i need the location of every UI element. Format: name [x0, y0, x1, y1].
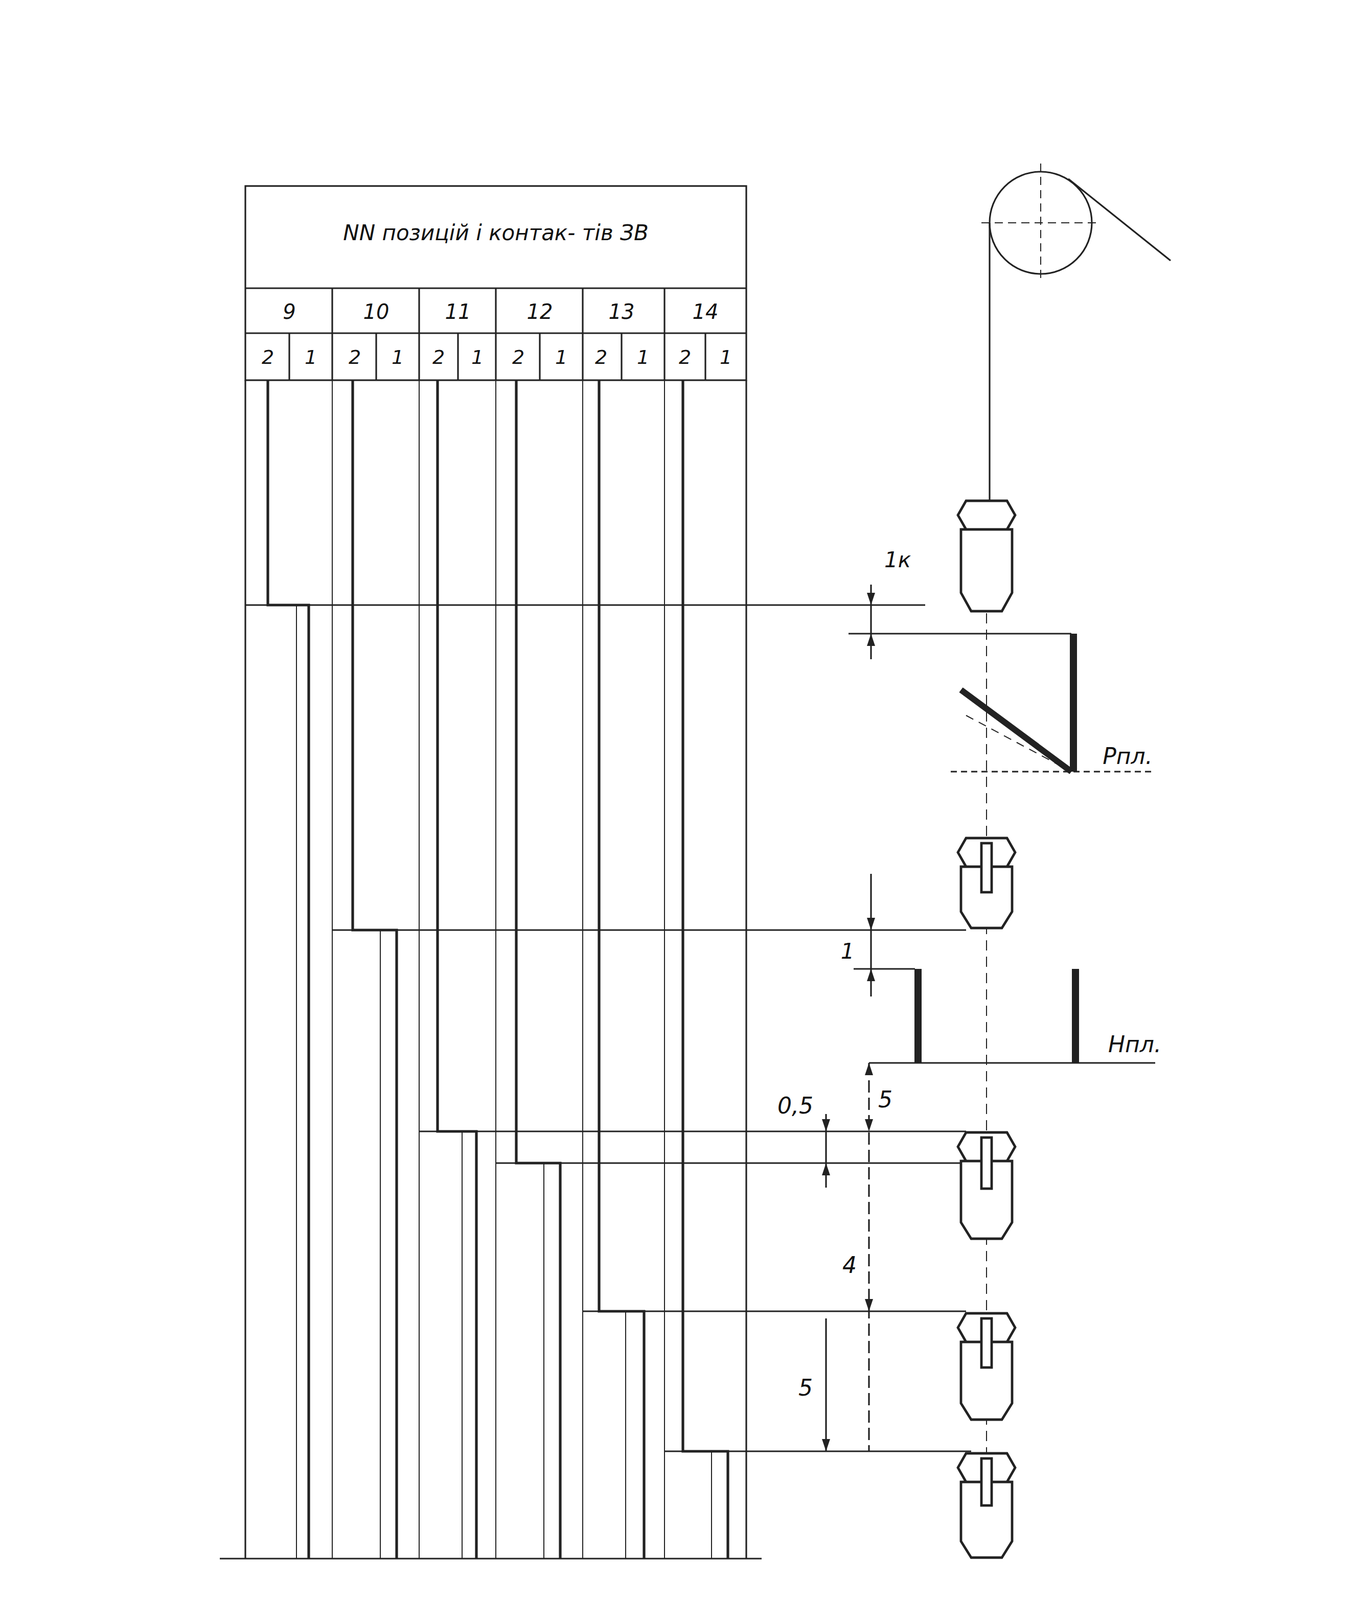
dimension-label: 1 — [840, 939, 855, 965]
table-cell: 2 — [594, 346, 608, 370]
table-cell: 2 — [432, 346, 445, 370]
table-cell: 1 — [391, 346, 404, 370]
dimension-label: Нпл. — [1108, 1032, 1162, 1059]
table-cell: 2 — [512, 346, 525, 370]
table-cell: 9 — [282, 300, 296, 324]
dimension-label: 4 — [842, 1252, 857, 1279]
table-cell: 1 — [555, 346, 568, 370]
table-cell: 1 — [471, 346, 484, 370]
table-cell: 2 — [261, 346, 274, 370]
table-cell: 12 — [526, 300, 554, 324]
table-cell: 13 — [608, 300, 635, 324]
table-cell: 1 — [719, 346, 732, 370]
dimension-label: Рпл. — [1102, 743, 1153, 770]
table-cell: 2 — [678, 346, 692, 370]
dimension-label: 5 — [878, 1087, 893, 1114]
dimension-label: 0,5 — [777, 1093, 814, 1120]
table-header: NN позицій і контак- тів ЗВ — [301, 220, 691, 246]
dimension-label: 5 — [798, 1375, 813, 1402]
dimension-label: 1к — [884, 547, 911, 573]
table-cell: 2 — [348, 346, 361, 370]
table-cell: 14 — [692, 300, 719, 324]
table-cell: 1 — [304, 346, 317, 370]
table-cell: 1 — [636, 346, 650, 370]
table-cell: 11 — [445, 300, 472, 324]
table-cell: 10 — [363, 300, 390, 324]
